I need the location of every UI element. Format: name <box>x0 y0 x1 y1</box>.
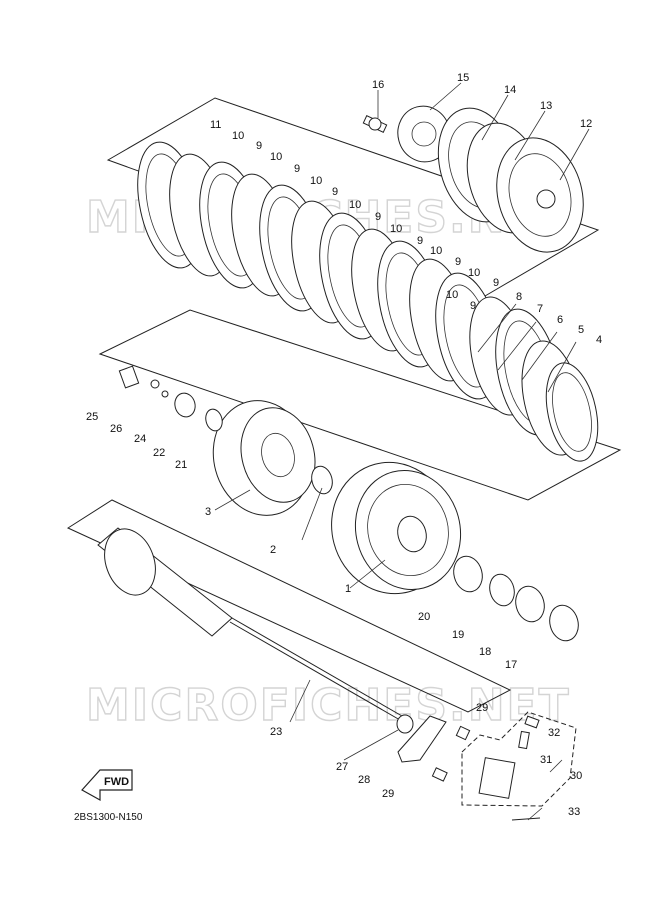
callout-labels: 1 2 3 4 5 6 7 8 9 9 9 9 9 9 9 9 10 10 10… <box>86 72 602 818</box>
callout-9: 9 <box>455 256 461 268</box>
clutch-housing-group <box>331 461 579 642</box>
clutch-plate-stack <box>137 141 599 462</box>
release-lever-group <box>396 714 541 821</box>
callout-10: 10 <box>468 267 480 279</box>
callout-10: 10 <box>349 199 361 211</box>
callout-15: 15 <box>457 72 469 84</box>
callout-22: 22 <box>153 447 165 459</box>
callout-8: 8 <box>516 291 522 303</box>
callout-2: 2 <box>270 544 276 556</box>
callout-31: 31 <box>540 754 552 766</box>
diagram-code: 2BS1300-N150 <box>74 812 143 823</box>
callout-10: 10 <box>390 223 402 235</box>
callout-9: 9 <box>493 277 499 289</box>
callout-9: 9 <box>332 186 338 198</box>
callout-9: 9 <box>470 300 476 312</box>
pressure-plate-group <box>362 105 584 253</box>
callout-30: 30 <box>570 770 582 782</box>
callout-10: 10 <box>232 130 244 142</box>
callout-7: 7 <box>537 303 543 315</box>
callout-16: 16 <box>372 79 384 91</box>
callout-27: 27 <box>336 761 348 773</box>
callout-29: 29 <box>476 702 488 714</box>
callout-10: 10 <box>270 151 282 163</box>
callout-4: 4 <box>596 334 602 346</box>
callout-18: 18 <box>479 646 491 658</box>
callout-11: 11 <box>210 119 221 131</box>
callout-10: 10 <box>430 245 442 257</box>
callout-20: 20 <box>418 611 430 623</box>
callout-9: 9 <box>294 163 300 175</box>
callout-14: 14 <box>504 84 516 96</box>
callout-29: 29 <box>382 788 394 800</box>
callout-6: 6 <box>557 314 563 326</box>
svg-text:FWD: FWD <box>104 776 129 788</box>
callout-32: 32 <box>548 727 560 739</box>
middle-plate-panel <box>98 309 622 501</box>
fwd-arrow-icon: FWD <box>81 769 133 802</box>
callout-10: 10 <box>446 289 458 301</box>
callout-9: 9 <box>417 235 423 247</box>
callout-9: 9 <box>256 140 262 152</box>
leader-lines <box>214 82 590 821</box>
callout-25: 25 <box>86 411 98 423</box>
shaft-panel <box>66 499 512 713</box>
callout-10: 10 <box>310 175 322 187</box>
callout-1: 1 <box>345 583 351 595</box>
callout-24: 24 <box>134 433 146 445</box>
callout-28: 28 <box>358 774 370 786</box>
callout-19: 19 <box>452 629 464 641</box>
callout-13: 13 <box>540 100 552 112</box>
callout-12: 12 <box>580 118 592 130</box>
callout-17: 17 <box>505 659 517 671</box>
callout-21: 21 <box>175 459 187 471</box>
watermark-bottom: MICROFICHES.NET <box>86 680 571 731</box>
main-shaft-group <box>97 527 403 721</box>
clutch-boss-group <box>118 365 333 516</box>
callout-5: 5 <box>578 324 584 336</box>
callout-3: 3 <box>205 506 211 518</box>
callout-23: 23 <box>270 726 282 738</box>
callout-9: 9 <box>375 211 381 223</box>
callout-33: 33 <box>568 806 580 818</box>
callout-26: 26 <box>110 423 122 435</box>
